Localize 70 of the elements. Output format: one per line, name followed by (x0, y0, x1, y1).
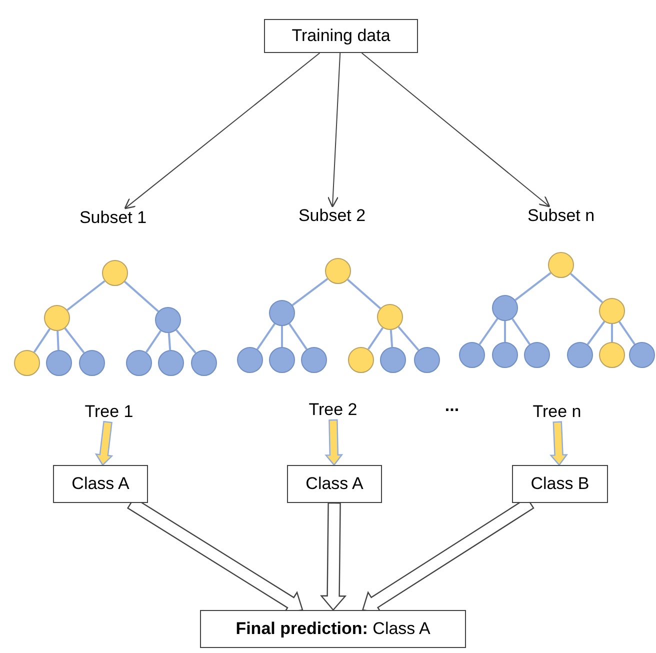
tree-edge (288, 323, 308, 350)
tree-edge (124, 280, 159, 312)
subset-label: Subset n (527, 206, 595, 226)
arrow (124, 52, 320, 210)
tree-node (46, 350, 72, 376)
tree-node (158, 350, 184, 376)
tree-node (191, 350, 217, 376)
tree-edge (347, 278, 381, 310)
tree-edge (168, 332, 172, 350)
tree-edge (514, 272, 552, 301)
tree-node (548, 252, 574, 278)
arrow (327, 52, 341, 208)
tree-edge (145, 330, 162, 353)
tree-edge (66, 280, 106, 311)
tree-node (414, 347, 440, 373)
subset-label: Subset 2 (298, 206, 366, 226)
prediction-box: Final prediction: Class A (200, 610, 466, 648)
tree-node (44, 305, 70, 331)
tree-node (567, 342, 593, 368)
tree-edge (33, 328, 51, 353)
tree-edge (390, 330, 394, 348)
tree-edge (56, 330, 60, 350)
tree-node (14, 350, 40, 376)
tree-edge (398, 326, 420, 351)
block-arrow (324, 419, 344, 466)
data-box: Training data (264, 19, 418, 53)
tree-edge (504, 321, 506, 342)
ellipsis-label: ... (444, 396, 460, 416)
tree-edge (64, 328, 85, 354)
block-arrow (320, 502, 347, 611)
tree-node (348, 347, 374, 373)
tree-node (492, 342, 518, 368)
tree-node (599, 342, 625, 368)
subset-label: Subset 1 (79, 208, 147, 228)
tree-node (301, 347, 327, 373)
tree-edge (256, 323, 276, 350)
tree-edge (586, 320, 606, 346)
block-arrow (94, 420, 114, 466)
arrow (361, 52, 550, 208)
tree-node (155, 307, 181, 333)
block-arrow (550, 421, 568, 466)
tree-node (380, 347, 406, 373)
tree-edge (511, 318, 531, 345)
tree-edge (570, 272, 603, 304)
tree-node (459, 342, 485, 368)
tree-edge (478, 318, 498, 345)
tree-node (269, 347, 295, 373)
tree-node (377, 304, 403, 330)
tree-node (599, 298, 625, 324)
tree-node (126, 350, 152, 376)
class-box: Class A (53, 465, 148, 503)
class-box: Class B (512, 465, 608, 503)
tree-label: Tree 2 (308, 400, 358, 420)
tree-node (269, 300, 295, 326)
tree-node (325, 258, 351, 284)
tree-edge (281, 326, 283, 347)
tree-label: Tree 1 (84, 402, 134, 422)
tree-node (237, 347, 263, 373)
tree-edge (367, 327, 384, 350)
tree-node (102, 260, 128, 286)
tree-edge (611, 324, 613, 342)
tree-edge (618, 321, 636, 345)
tree-node (79, 350, 105, 376)
tree-edge (292, 278, 328, 306)
tree-edge (176, 329, 196, 354)
tree-node (629, 342, 655, 368)
class-box: Class A (287, 465, 382, 503)
tree-node (524, 342, 550, 368)
tree-label: Tree n (532, 402, 582, 422)
tree-node (492, 295, 518, 321)
